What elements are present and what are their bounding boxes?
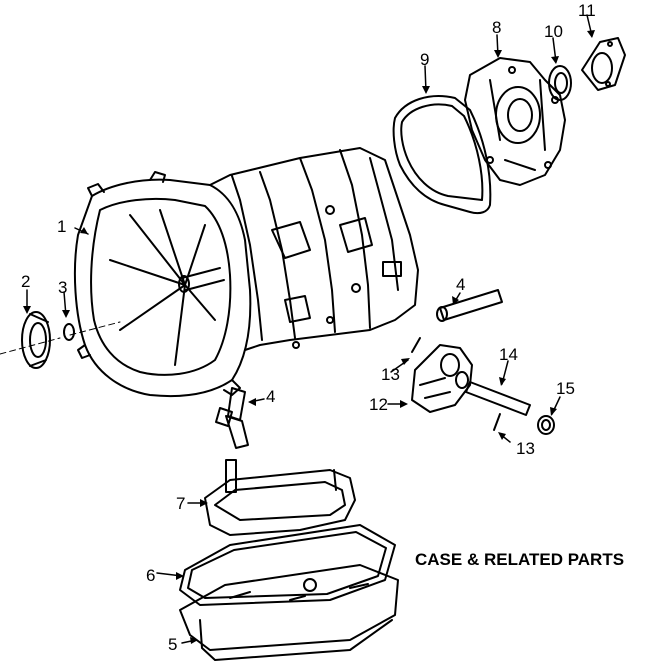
extension-seal (548, 65, 572, 101)
o-ring (63, 323, 75, 341)
callout-11: 11 (578, 1, 596, 20)
callout-4-upper: 4 (456, 275, 466, 294)
callout-6: 6 (146, 566, 156, 585)
leader-lines (26, 14, 593, 644)
manual-shaft (465, 381, 531, 416)
callout-1: 1 (57, 217, 67, 236)
callout-10: 10 (544, 22, 563, 41)
callout-13-upper: 13 (381, 365, 400, 384)
callout-12: 12 (369, 395, 388, 414)
callout-7: 7 (176, 494, 186, 513)
callout-9: 9 (420, 50, 430, 69)
dowel-pin-upper (436, 289, 503, 322)
extension-gasket (392, 95, 492, 215)
arrowheads (23, 30, 595, 644)
roll-pin-upper (411, 337, 421, 353)
extension-gasket-inner (400, 103, 484, 201)
callout-4-lower: 4 (266, 387, 276, 406)
oil-pan (179, 564, 399, 661)
extension-housing (464, 57, 566, 186)
diagram-caption: CASE & RELATED PARTS (415, 550, 625, 569)
callout-15: 15 (556, 379, 575, 398)
output-flange (581, 37, 626, 91)
callout-2: 2 (21, 272, 31, 291)
shaft-seal (537, 415, 555, 435)
callout-8: 8 (492, 18, 502, 37)
transmission-case (0, 147, 419, 398)
callout-3: 3 (58, 278, 68, 297)
callout-13-lower: 13 (516, 439, 535, 458)
front-seal (21, 311, 51, 369)
roll-pin-lower (493, 413, 501, 431)
speed-sensor (215, 387, 249, 449)
oil-filter (204, 459, 356, 536)
callout-14: 14 (499, 345, 518, 364)
manual-valve-body (411, 344, 473, 413)
callout-5: 5 (168, 635, 178, 654)
pan-gasket (179, 524, 396, 606)
